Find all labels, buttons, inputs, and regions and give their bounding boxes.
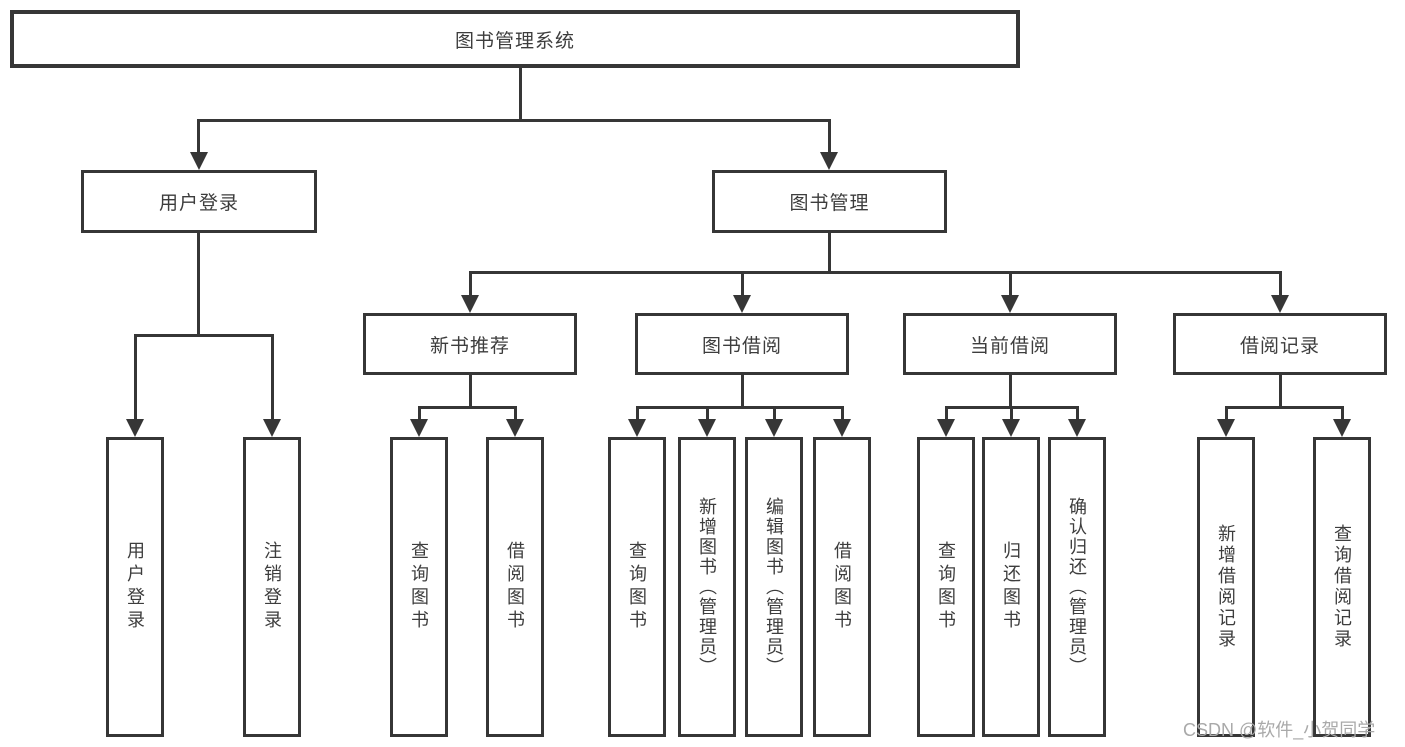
arrowhead-leaf-return-book-icon bbox=[1002, 419, 1020, 437]
arrowhead-leaf-confirm-return-icon bbox=[1068, 419, 1086, 437]
leaf-label: 查询借阅记录 bbox=[1332, 524, 1352, 650]
node-library-management-system: 图书管理系统 bbox=[10, 10, 1020, 68]
node-label: 图书管理 bbox=[789, 193, 870, 214]
arrowhead-leaf-user-login-icon bbox=[126, 419, 144, 437]
edge-nb-hline bbox=[418, 406, 517, 409]
arrowhead-borrow-records-icon bbox=[1271, 295, 1289, 313]
edge-root-stub bbox=[519, 68, 522, 121]
edge-bb-stub bbox=[741, 375, 744, 409]
leaf-return-book: 归还图书 bbox=[982, 437, 1040, 737]
edge-root-hline bbox=[198, 119, 831, 122]
leaf-label: 查询图书 bbox=[936, 541, 956, 633]
node-current-borrow: 当前借阅 bbox=[903, 313, 1117, 375]
node-label: 借阅记录 bbox=[1239, 335, 1320, 357]
leaf-label: 用户登录 bbox=[125, 541, 145, 633]
node-book-management: 图书管理 bbox=[712, 170, 947, 233]
edge-cb-stub bbox=[1009, 375, 1012, 409]
leaf-label: 查询图书 bbox=[409, 541, 429, 633]
edge-bb-arm-3 bbox=[773, 406, 776, 423]
arrowhead-leaf-query-book-2-icon bbox=[628, 419, 646, 437]
leaf-edit-book-admin: 编辑图书（管理员） bbox=[745, 437, 803, 737]
edge-ul-arm-1 bbox=[134, 334, 137, 423]
node-new-book-recommend: 新书推荐 bbox=[363, 313, 577, 375]
edge-bm-hline bbox=[469, 271, 1282, 274]
leaf-user-login: 用户登录 bbox=[106, 437, 164, 737]
leaf-label: 确认归还（管理员） bbox=[1067, 497, 1087, 677]
arrowhead-leaf-add-record-icon bbox=[1217, 419, 1235, 437]
edge-ul-stub bbox=[197, 233, 200, 337]
arrowhead-leaf-query-book-1-icon bbox=[410, 419, 428, 437]
edge-ul-arm-2 bbox=[271, 334, 274, 423]
edge-bb-arm-1 bbox=[636, 406, 639, 423]
node-user-login: 用户登录 bbox=[81, 170, 317, 233]
leaf-add-borrow-record: 新增借阅记录 bbox=[1197, 437, 1255, 737]
leaf-query-book-current: 查询图书 bbox=[917, 437, 975, 737]
edge-br-stub bbox=[1279, 375, 1282, 409]
node-borrow-records: 借阅记录 bbox=[1173, 313, 1387, 375]
edge-br-arm-2 bbox=[1341, 406, 1344, 423]
leaf-label: 归还图书 bbox=[1001, 541, 1021, 633]
node-label: 图书借阅 bbox=[701, 335, 782, 357]
arrowhead-book-borrow-icon bbox=[733, 295, 751, 313]
arrowhead-book-management-icon bbox=[820, 152, 838, 170]
edge-cb-arm-2 bbox=[1010, 406, 1013, 423]
leaf-label: 编辑图书（管理员） bbox=[764, 497, 784, 677]
arrowhead-leaf-edit-book-icon bbox=[765, 419, 783, 437]
arrowhead-leaf-add-book-icon bbox=[698, 419, 716, 437]
node-book-borrow: 图书借阅 bbox=[635, 313, 849, 375]
edge-bb-arm-2 bbox=[706, 406, 709, 423]
leaf-label: 借阅图书 bbox=[505, 541, 525, 633]
arrowhead-leaf-borrow-book-2-icon bbox=[833, 419, 851, 437]
arrowhead-leaf-logout-icon bbox=[263, 419, 281, 437]
leaf-label: 查询图书 bbox=[627, 541, 647, 633]
leaf-label: 新增图书（管理员） bbox=[697, 497, 717, 677]
edge-root-arm-left bbox=[197, 119, 200, 155]
arrowhead-leaf-query-book-3-icon bbox=[937, 419, 955, 437]
edge-cb-arm-1 bbox=[945, 406, 948, 423]
arrowhead-leaf-borrow-book-1-icon bbox=[506, 419, 524, 437]
edge-bm-arm-4 bbox=[1279, 271, 1282, 298]
edge-br-hline bbox=[1225, 406, 1343, 409]
edge-root-arm-right bbox=[828, 119, 831, 155]
csdn-watermark: CSDN @软件_小贺同学 bbox=[1183, 720, 1376, 740]
edge-bb-hline bbox=[636, 406, 844, 409]
node-label: 图书管理系统 bbox=[454, 30, 575, 52]
edge-bm-arm-2 bbox=[741, 271, 744, 298]
leaf-query-borrow-record: 查询借阅记录 bbox=[1313, 437, 1371, 737]
edge-nb-arm-2 bbox=[514, 406, 517, 423]
edge-cb-arm-3 bbox=[1076, 406, 1079, 423]
leaf-borrow-book-recommend: 借阅图书 bbox=[486, 437, 544, 737]
edge-br-arm-1 bbox=[1225, 406, 1228, 423]
arrowhead-current-borrow-icon bbox=[1001, 295, 1019, 313]
edge-bm-arm-1 bbox=[469, 271, 472, 298]
leaf-borrow-book: 借阅图书 bbox=[813, 437, 871, 737]
node-label: 用户登录 bbox=[158, 193, 239, 214]
leaf-label: 新增借阅记录 bbox=[1216, 524, 1236, 650]
edge-bm-arm-3 bbox=[1009, 271, 1012, 298]
edge-nb-stub bbox=[469, 375, 472, 409]
leaf-query-book-borrow: 查询图书 bbox=[608, 437, 666, 737]
edge-bb-arm-4 bbox=[841, 406, 844, 423]
leaf-label: 借阅图书 bbox=[832, 541, 852, 633]
leaf-confirm-return-admin: 确认归还（管理员） bbox=[1048, 437, 1106, 737]
node-label: 新书推荐 bbox=[429, 335, 510, 357]
arrowhead-user-login-icon bbox=[190, 152, 208, 170]
leaf-logout: 注销登录 bbox=[243, 437, 301, 737]
leaf-label: 注销登录 bbox=[262, 541, 282, 633]
leaf-add-book-admin: 新增图书（管理员） bbox=[678, 437, 736, 737]
edge-bm-stub bbox=[828, 233, 831, 274]
edge-nb-arm-1 bbox=[418, 406, 421, 423]
leaf-query-book-recommend: 查询图书 bbox=[390, 437, 448, 737]
arrowhead-new-book-icon bbox=[461, 295, 479, 313]
arrowhead-leaf-query-record-icon bbox=[1333, 419, 1351, 437]
node-label: 当前借阅 bbox=[969, 335, 1050, 357]
edge-ul-hline bbox=[134, 334, 274, 337]
